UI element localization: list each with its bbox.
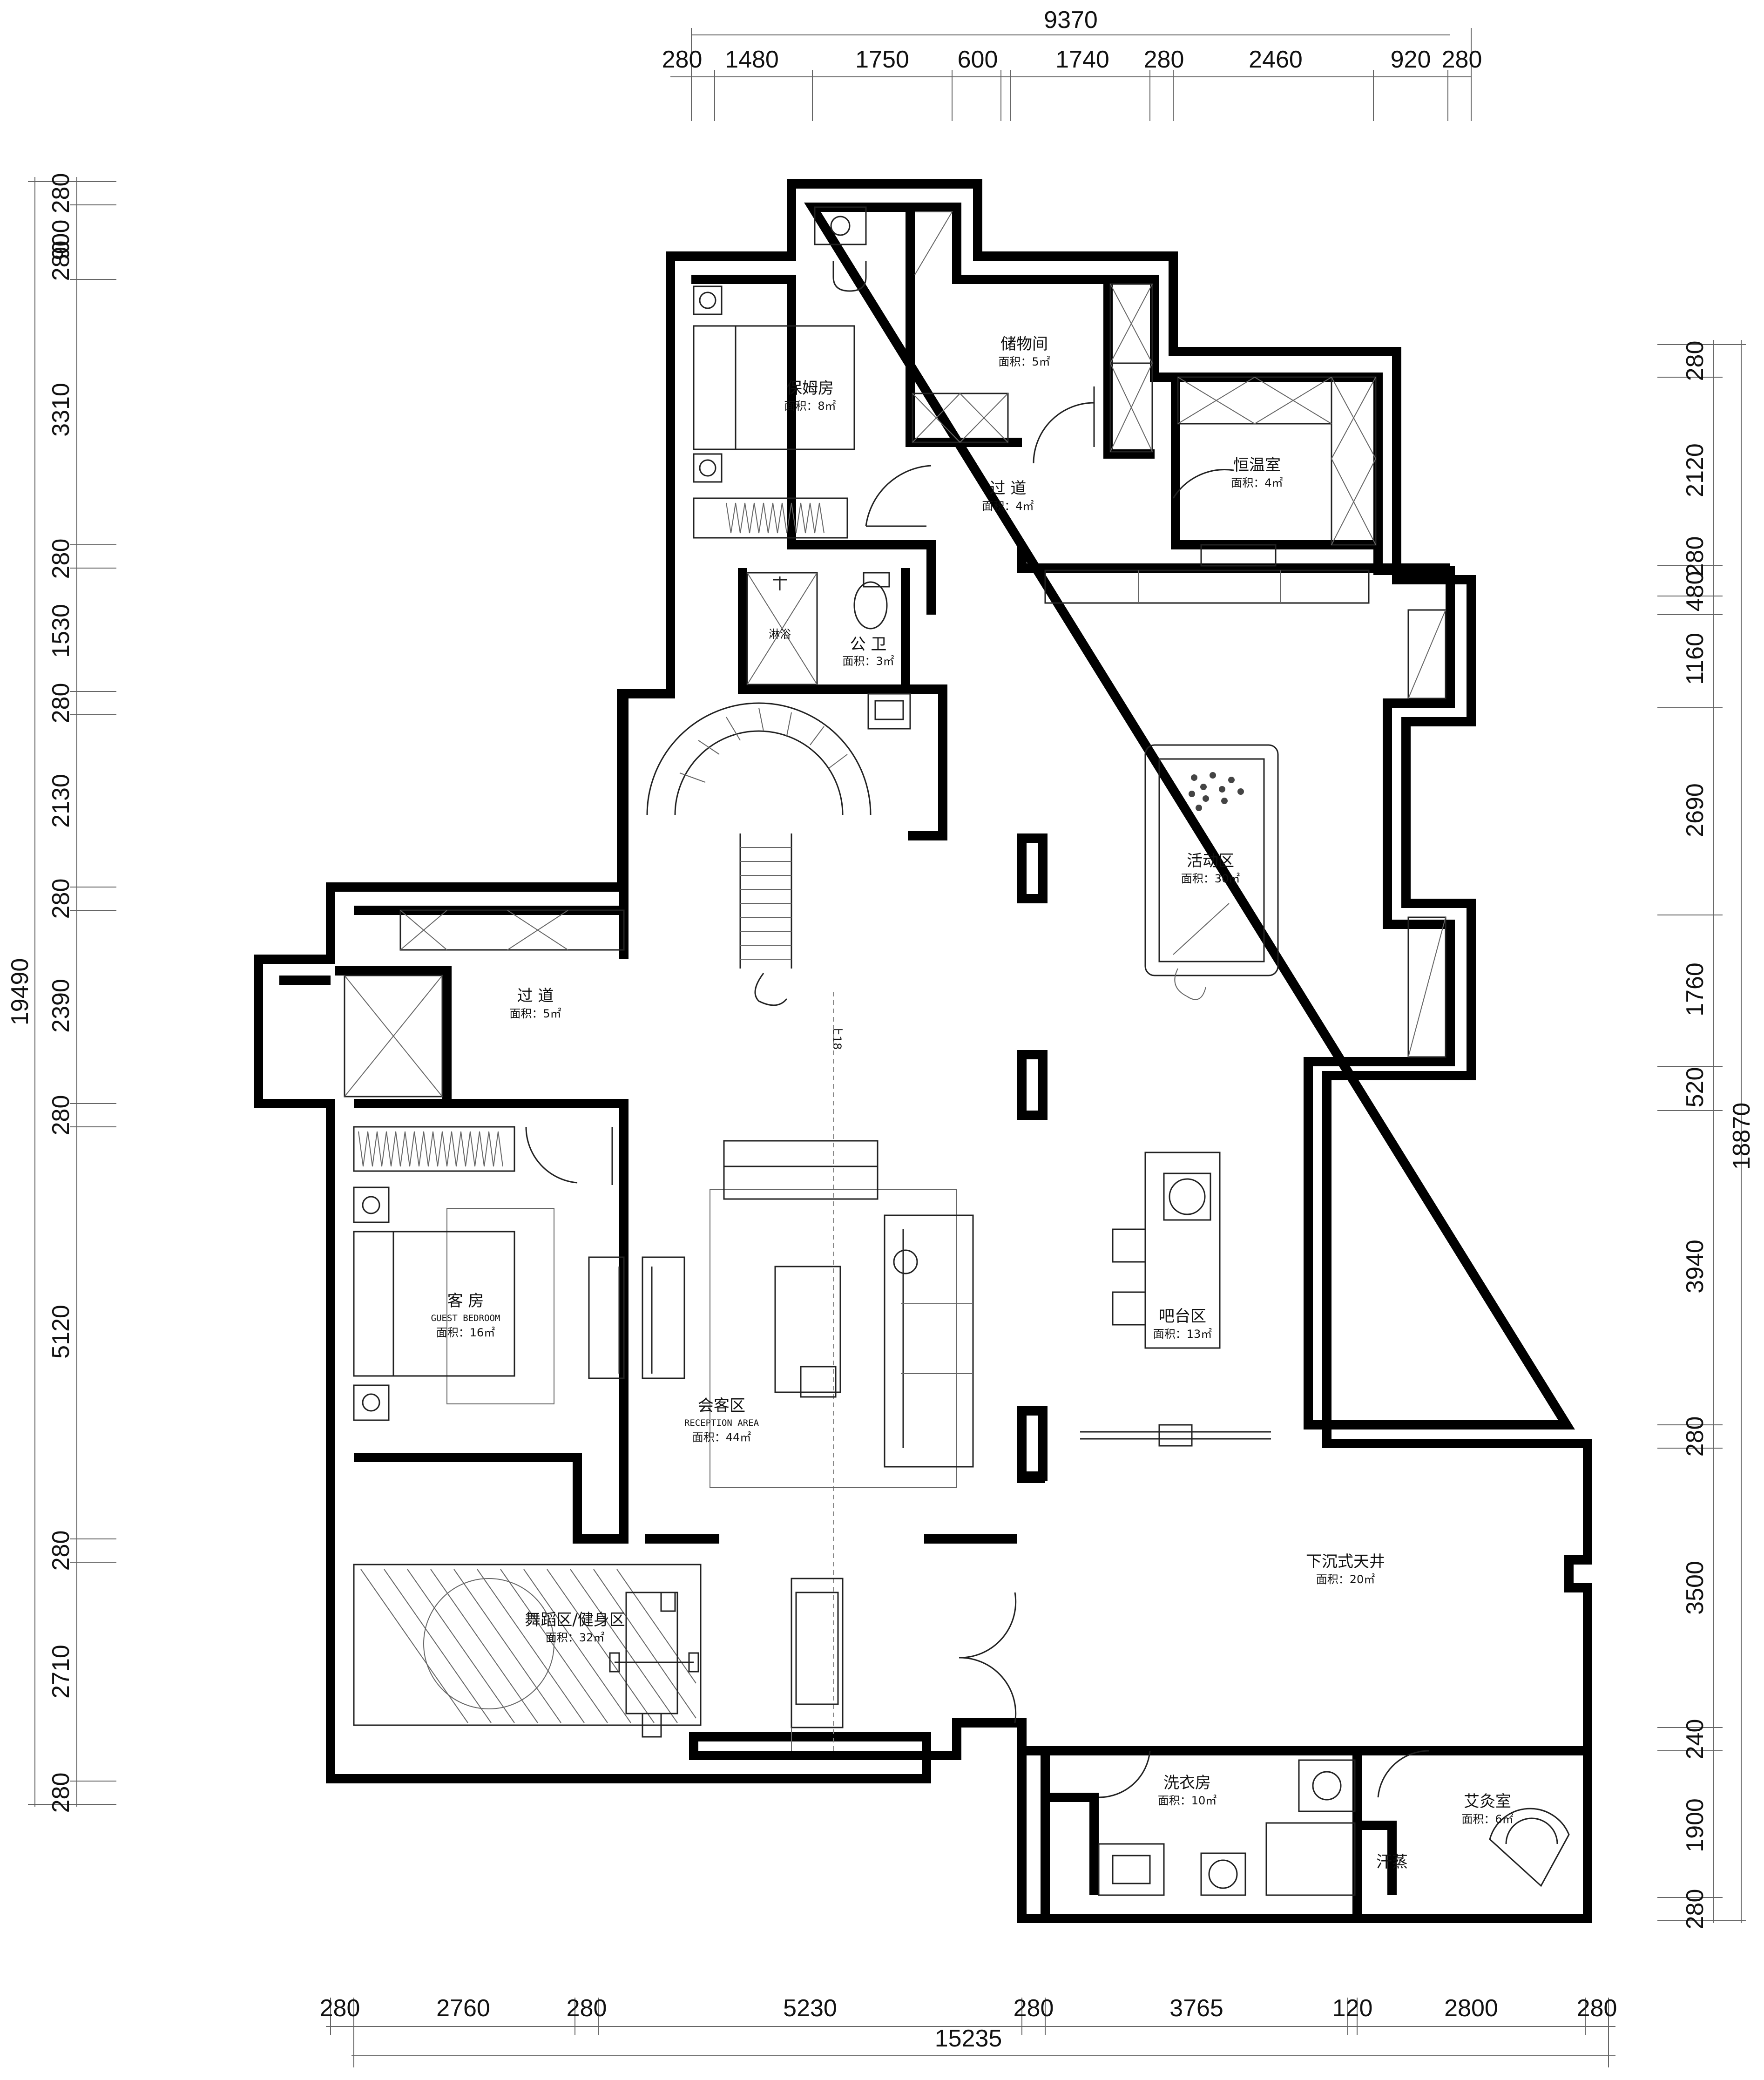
top-dim-5: 1740 xyxy=(1055,46,1109,73)
left-dim-5: 280 xyxy=(47,539,74,579)
right-dim-6: 2690 xyxy=(1682,783,1709,837)
corridor-top-name: 过 道 xyxy=(990,479,1027,498)
dance-area-area: 面积：32㎡ xyxy=(546,1631,605,1644)
left-total-dim: 19490 xyxy=(7,958,34,1026)
right-dim-3: 280 xyxy=(1682,536,1709,577)
right-dim-8: 520 xyxy=(1682,1067,1709,1108)
dance-area-name: 舞蹈区/健身区 xyxy=(525,1611,625,1629)
stair-label: 上18 xyxy=(831,1024,844,1050)
courtyard-name: 下沉式天井 xyxy=(1306,1552,1385,1571)
left-dim-4: 3310 xyxy=(47,383,74,437)
left-dim-9: 280 xyxy=(47,879,74,919)
right-dim-1: 280 xyxy=(1682,341,1709,381)
right-dim-5: 1160 xyxy=(1682,633,1709,685)
furniture: 上18 xyxy=(344,206,1570,1896)
nanny-room-name: 保姆房 xyxy=(786,379,834,398)
top-dim-1: 280 xyxy=(662,46,703,73)
right-dim-14: 280 xyxy=(1682,1889,1709,1930)
left-dim-11: 280 xyxy=(47,1095,74,1136)
doors xyxy=(525,386,1430,1798)
courtyard-area: 面积：20㎡ xyxy=(1316,1573,1375,1586)
bar-area-name: 吧台区 xyxy=(1159,1307,1206,1326)
bottom-dim-1: 280 xyxy=(320,1995,360,2022)
bottom-dim-9: 280 xyxy=(1577,1995,1617,2022)
bottom-dimensions: 280 2760 280 5230 280 3765 120 2800 280 … xyxy=(320,1995,1617,2067)
top-dim-4: 600 xyxy=(958,46,998,73)
bottom-dim-3: 280 xyxy=(567,1995,607,2022)
bottom-dim-2: 2760 xyxy=(436,1995,490,2022)
top-dim-9: 280 xyxy=(1442,46,1482,73)
right-dim-9: 3940 xyxy=(1682,1240,1709,1294)
top-total-dim: 9370 xyxy=(1044,7,1098,34)
bottom-dim-5: 280 xyxy=(1014,1995,1054,2022)
corridor-top-area: 面积：4㎡ xyxy=(982,500,1034,513)
bottom-total-dim: 15235 xyxy=(935,2025,1002,2052)
top-dim-3: 1750 xyxy=(855,46,909,73)
left-dim-13: 280 xyxy=(47,1531,74,1571)
right-dim-11: 3500 xyxy=(1682,1561,1709,1615)
top-dim-7: 2460 xyxy=(1249,46,1303,73)
top-dimensions: 9370 280 1480 1750 600 1740 280 2460 920… xyxy=(662,7,1482,121)
top-dim-8: 920 xyxy=(1391,46,1431,73)
reception-area-sub: RECEPTION AREA xyxy=(684,1418,759,1428)
right-dimensions: 18870 280 2120 280 480 1160 2690 1760 52… xyxy=(1657,340,1755,1929)
left-dim-8: 2130 xyxy=(47,774,74,828)
left-dim-6: 1530 xyxy=(47,604,74,658)
activity-area-area: 面积：30㎡ xyxy=(1181,872,1240,885)
shower-name: 淋浴 xyxy=(769,628,791,641)
storage-room-name: 储物间 xyxy=(1000,335,1048,353)
top-dim-2: 1480 xyxy=(725,46,779,73)
bottom-dim-8: 2800 xyxy=(1444,1995,1498,2022)
corridor-left-area: 面积：5㎡ xyxy=(509,1007,561,1020)
right-dim-2: 2120 xyxy=(1682,443,1709,497)
right-dim-12: 240 xyxy=(1682,1719,1709,1760)
moxa-room-area: 面积：6㎡ xyxy=(1461,1813,1513,1826)
left-dim-14: 2710 xyxy=(47,1645,74,1699)
public-wc-name: 公 卫 xyxy=(850,635,887,654)
public-wc-area: 面积：3㎡ xyxy=(842,655,894,668)
reception-area-name: 会客区 xyxy=(698,1396,745,1415)
bottom-dim-4: 5230 xyxy=(783,1995,837,2022)
left-dim-3: 280 xyxy=(47,241,74,281)
nanny-room-area: 面积：8㎡ xyxy=(784,400,836,413)
corridor-left-name: 过 道 xyxy=(517,987,554,1005)
sauna-name: 汗蒸 xyxy=(1376,1853,1408,1871)
guest-room-sub: GUEST BEDROOM xyxy=(431,1313,500,1323)
moxa-room-name: 艾灸室 xyxy=(1464,1792,1511,1811)
right-dim-13: 1900 xyxy=(1682,1798,1709,1852)
right-dim-4: 480 xyxy=(1682,571,1709,612)
left-dim-2: 900 xyxy=(47,220,74,260)
right-dim-10: 280 xyxy=(1682,1416,1709,1457)
laundry-room-area: 面积：10㎡ xyxy=(1158,1794,1217,1807)
wine-room-name: 恒温室 xyxy=(1233,456,1281,474)
right-dim-7: 1760 xyxy=(1682,962,1709,1016)
laundry-room-name: 洗衣房 xyxy=(1163,1774,1211,1792)
guest-room-name: 客 房 xyxy=(447,1292,484,1310)
room-labels: 保姆房 面积：8㎡ 储物间 面积：5㎡ 过 道 面积：4㎡ 恒温室 面积：4㎡ … xyxy=(431,335,1514,1871)
bottom-dim-7: 120 xyxy=(1332,1995,1373,2022)
bottom-dim-6: 3765 xyxy=(1169,1995,1223,2022)
left-dim-1: 280 xyxy=(47,173,74,214)
reception-area-area: 面积：44㎡ xyxy=(692,1431,751,1444)
left-dim-15: 280 xyxy=(47,1773,74,1813)
guest-room-area: 面积：16㎡ xyxy=(436,1326,495,1339)
left-dim-7: 280 xyxy=(47,683,74,724)
wine-room-area: 面积：4㎡ xyxy=(1231,476,1283,489)
top-dim-6: 280 xyxy=(1144,46,1184,73)
left-dimensions: 19490 280 900 280 3310 280 1530 280 2130… xyxy=(7,173,116,1813)
activity-area-name: 活动区 xyxy=(1187,852,1234,870)
exterior-walls xyxy=(254,179,1592,1923)
right-total-dim: 18870 xyxy=(1728,1103,1755,1170)
left-dim-10: 2390 xyxy=(47,979,74,1033)
bar-area-area: 面积：13㎡ xyxy=(1153,1328,1212,1341)
left-dim-12: 5120 xyxy=(47,1305,74,1359)
storage-room-area: 面积：5㎡ xyxy=(998,355,1050,368)
